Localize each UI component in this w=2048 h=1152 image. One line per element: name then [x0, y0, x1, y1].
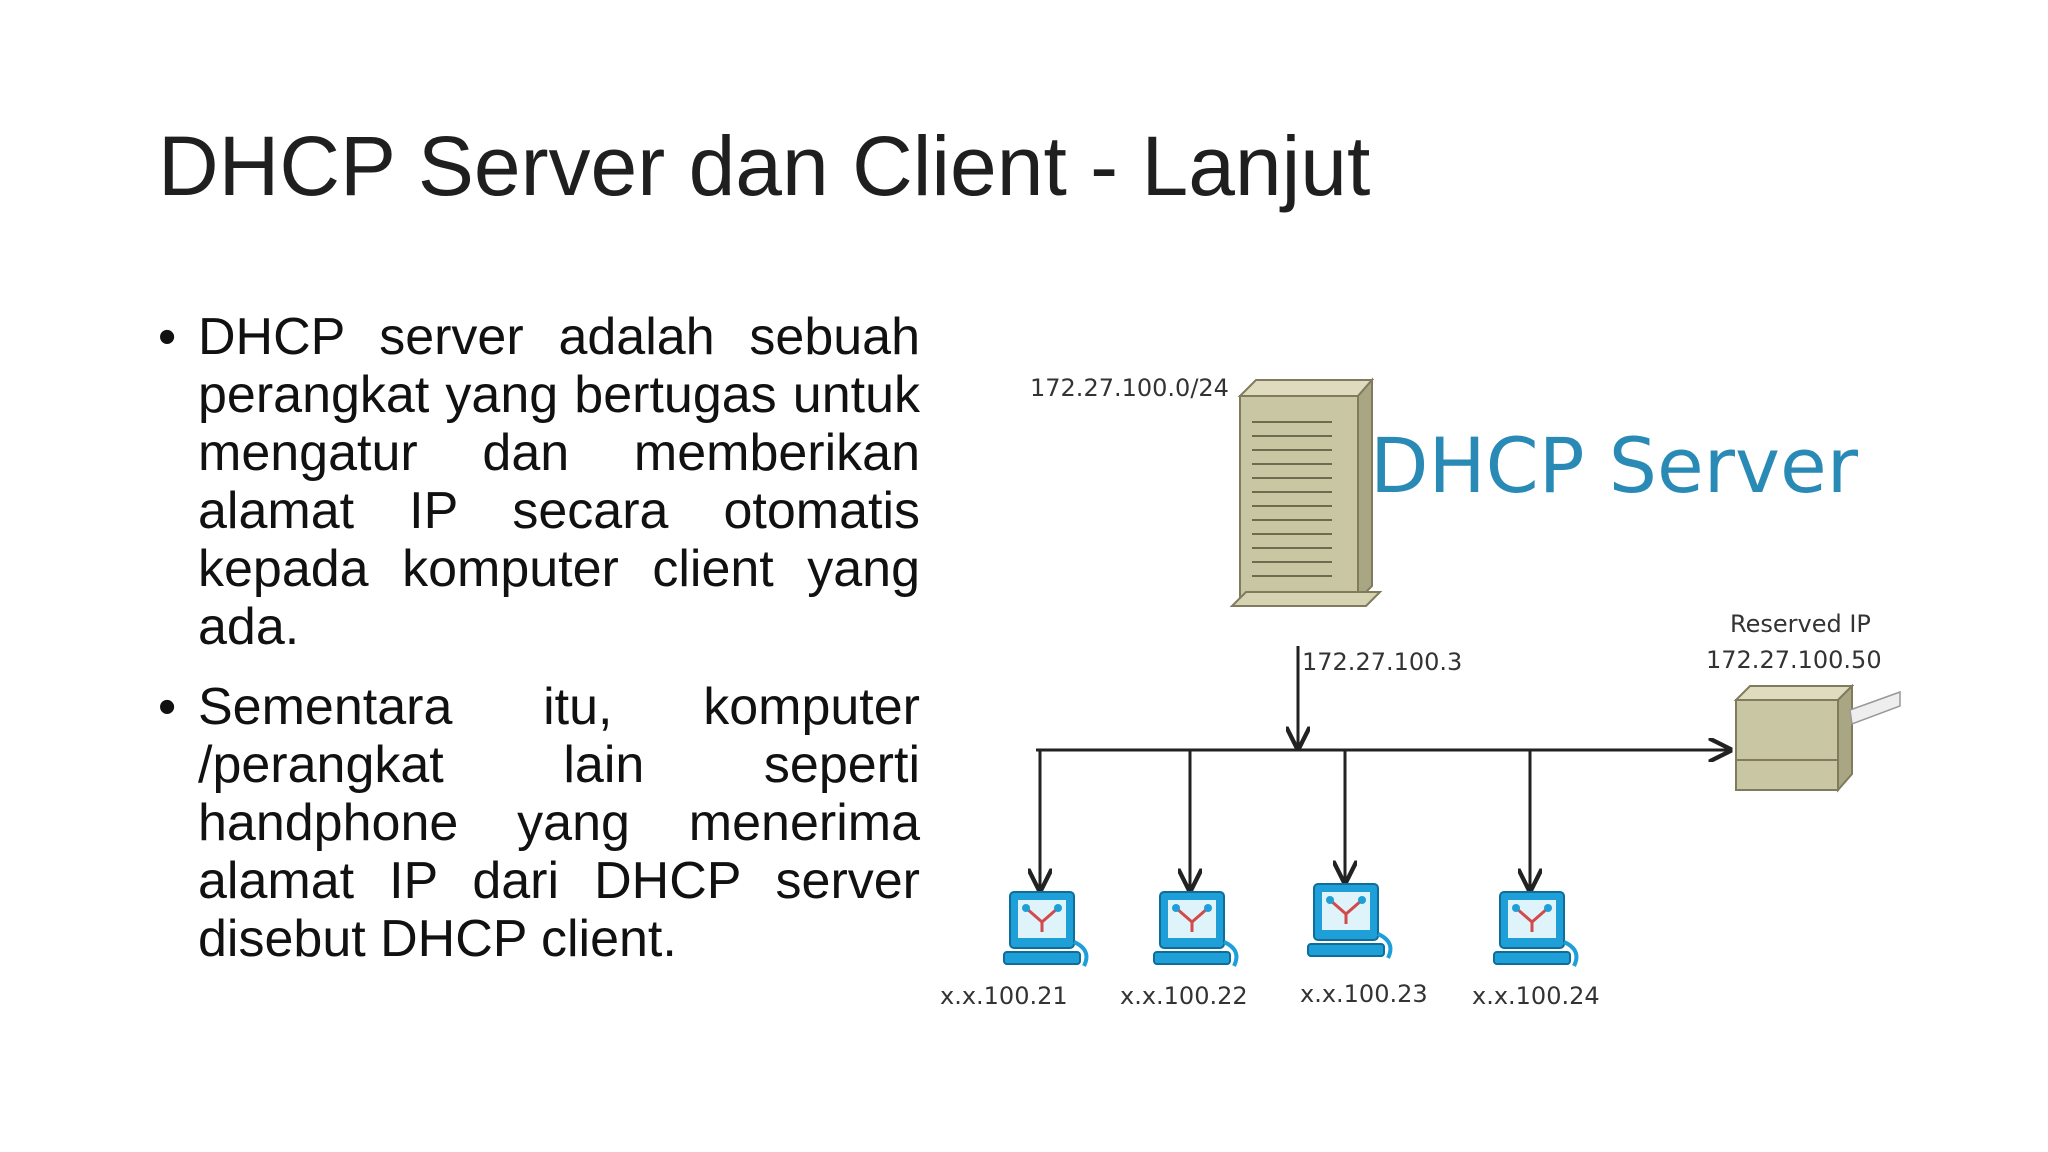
server-tower-icon — [1229, 377, 1383, 607]
bullet-item: • Sementara itu, komputer /perangkat lai… — [158, 678, 920, 968]
bullet-list: • DHCP server adalah sebuah perangkat ya… — [158, 308, 920, 990]
bullet-text: DHCP server adalah sebuah perangkat yang… — [198, 308, 920, 656]
bullet-marker: • — [158, 308, 177, 366]
reserved-ip-label: 172.27.100.50 — [1706, 646, 1882, 674]
computer-icon — [1492, 890, 1579, 968]
server-ip-label: 172.27.100.3 — [1302, 648, 1462, 676]
dhcp-server-label: DHCP Server — [1370, 421, 1859, 510]
network-diagram: 172.27.100.0/24 DHCP Server 172.27.100.3… — [940, 374, 1901, 1010]
slide-title: DHCP Server dan Client - Lanjut — [158, 119, 1371, 213]
bullet-marker: • — [158, 678, 177, 736]
network-label: 172.27.100.0/24 — [1030, 374, 1229, 402]
computer-icon — [1152, 890, 1239, 968]
client-ip-label: x.x.100.22 — [1120, 982, 1248, 1010]
bullet-item: • DHCP server adalah sebuah perangkat ya… — [158, 308, 920, 656]
client-ip-label: x.x.100.24 — [1472, 982, 1600, 1010]
printer-icon — [1733, 683, 1901, 793]
computer-icon — [1306, 882, 1393, 960]
bullet-text: Sementara itu, komputer /perangkat lain … — [198, 678, 920, 968]
reserved-ip-caption: Reserved IP — [1730, 610, 1871, 638]
client-ip-label: x.x.100.21 — [940, 982, 1068, 1010]
network-links — [1036, 646, 1730, 890]
computer-icon — [1002, 890, 1089, 968]
client-ip-label: x.x.100.23 — [1300, 980, 1428, 1008]
